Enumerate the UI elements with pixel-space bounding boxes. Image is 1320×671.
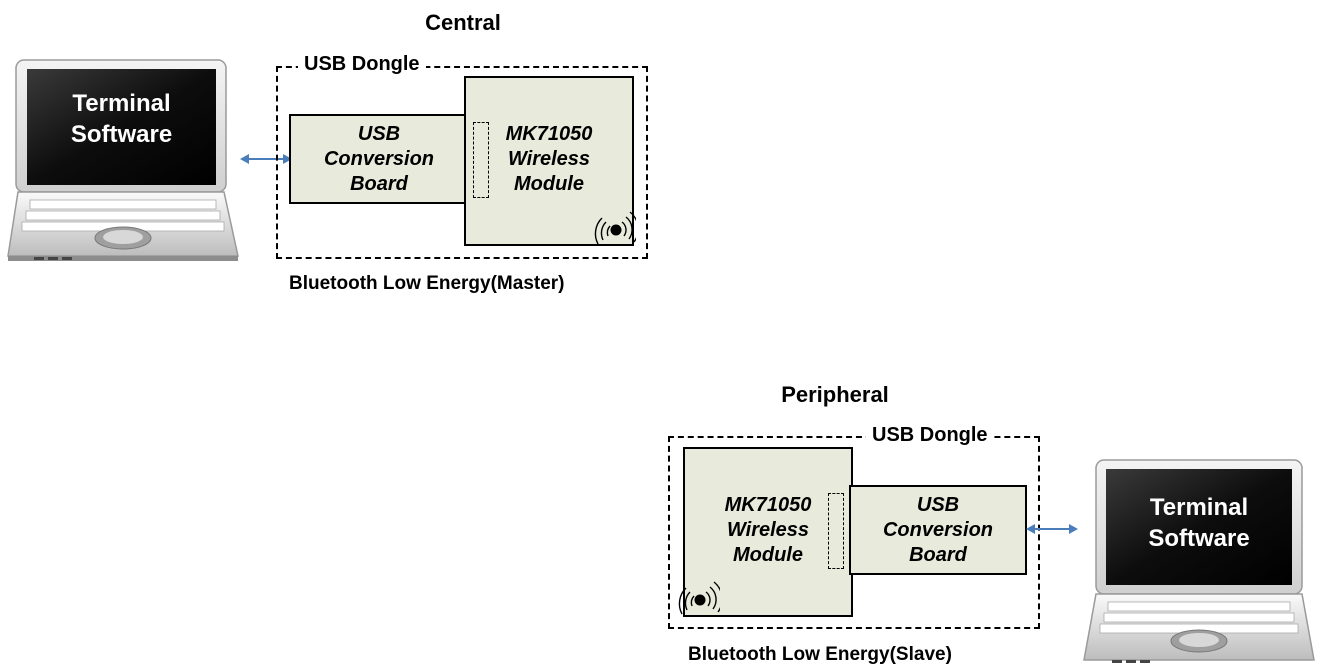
peripheral-module-connector — [828, 493, 844, 569]
central-usb-dongle-label: USB Dongle — [298, 53, 426, 76]
antenna-icon — [594, 211, 636, 245]
central-terminal-label: Terminal Software — [70, 90, 173, 148]
double-arrow-icon — [1026, 524, 1078, 534]
peripheral-caption: Bluetooth Low Energy(Slave) — [688, 644, 952, 665]
central-usb-board-label: USB Conversion Board — [323, 122, 435, 195]
central-module-connector — [473, 122, 489, 198]
central-caption: Bluetooth Low Energy(Master) — [289, 273, 565, 294]
peripheral-usb-dongle-label: USB Dongle — [866, 424, 994, 447]
laptop-icon — [1083, 459, 1315, 663]
peripheral-usb-board-label: USB Conversion Board — [882, 493, 994, 566]
central-usb-conversion-board: USB Conversion Board — [289, 114, 469, 204]
central-laptop — [6, 59, 240, 266]
peripheral-terminal-label: Terminal Software — [1148, 494, 1250, 552]
double-arrow-icon — [240, 154, 292, 164]
central-usb-dongle-frame — [276, 66, 648, 259]
peripheral-usb-dongle-frame — [668, 436, 1040, 629]
peripheral-laptop — [1082, 459, 1316, 666]
central-wireless-module: MK71050 Wireless Module — [464, 76, 634, 246]
laptop-icon — [7, 59, 239, 261]
peripheral-usb-conversion-board: USB Conversion Board — [849, 485, 1027, 575]
peripheral-title: Peripheral — [781, 382, 889, 407]
central-module-label: MK71050 Wireless Module — [505, 122, 593, 195]
central-title: Central — [425, 10, 501, 35]
peripheral-module-label: MK71050 Wireless Module — [724, 493, 812, 566]
antenna-icon — [678, 581, 720, 615]
